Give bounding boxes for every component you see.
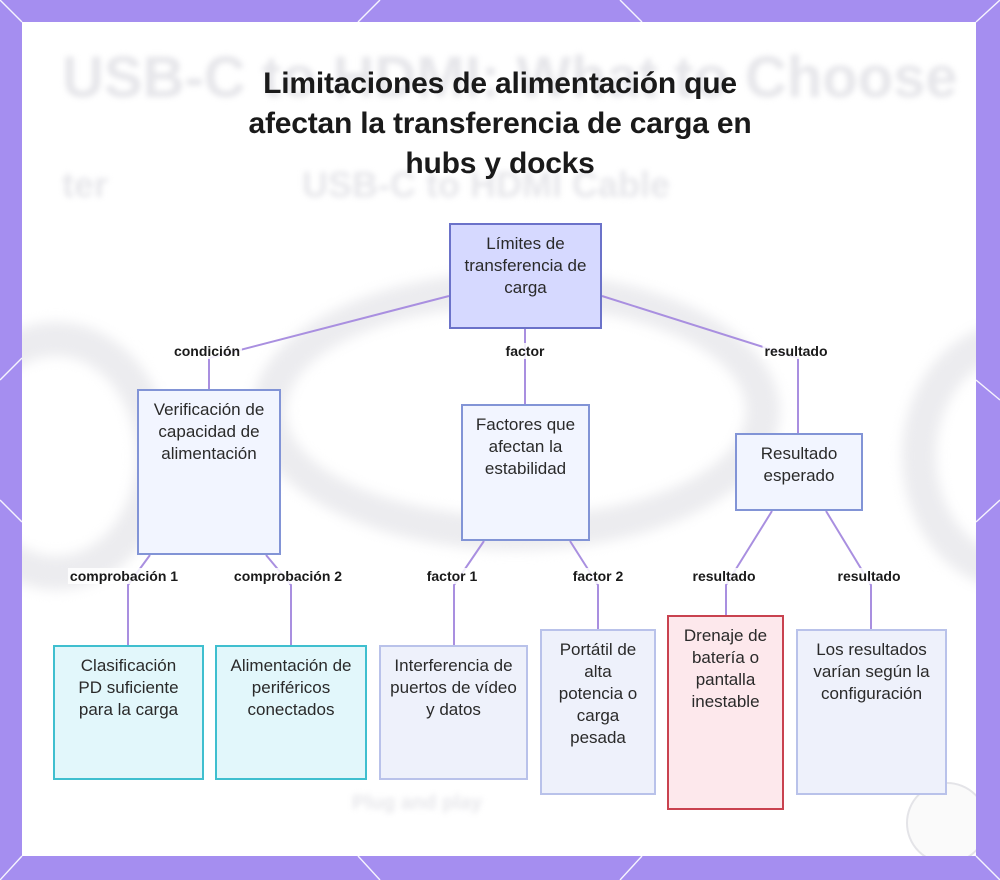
edge-factores-portatil bbox=[570, 541, 598, 629]
node-factores-estabilidad: Factores que afectan la estabilidad bbox=[461, 404, 590, 541]
edge-label-factor: factor bbox=[504, 343, 547, 359]
node-interferencia-puertos: Interferencia de puertos de vídeo y dato… bbox=[379, 645, 528, 780]
edge-label-resultado-left: resultado bbox=[690, 568, 757, 584]
node-portatil-alta-potencia: Portátil de alta potencia o carga pesada bbox=[540, 629, 656, 795]
edge-root-verificacion bbox=[209, 296, 449, 390]
node-resultados-varian: Los resultados varían según la configura… bbox=[796, 629, 947, 795]
edge-label-resultado-right: resultado bbox=[835, 568, 902, 584]
node-resultado-esperado: Resultado esperado bbox=[735, 433, 863, 511]
node-drenaje-bateria: Drenaje de batería o pantalla inestable bbox=[667, 615, 784, 810]
node-alimentacion-perifericos: Alimentación de periféricos conectados bbox=[215, 645, 367, 780]
edge-label-comprobacion-2: comprobación 2 bbox=[232, 568, 344, 584]
edge-root-resultado bbox=[602, 296, 798, 433]
edge-label-comprobacion-1: comprobación 1 bbox=[68, 568, 180, 584]
edge-label-factor-1: factor 1 bbox=[425, 568, 480, 584]
node-verificacion-capacidad: Verificación de capacidad de alimentació… bbox=[137, 389, 281, 555]
edge-label-resultado-top: resultado bbox=[762, 343, 829, 359]
node-limites-transferencia: Límites de transferencia de carga bbox=[449, 223, 602, 329]
edge-factores-interferencia bbox=[454, 541, 484, 645]
edge-resultado-drenaje bbox=[726, 511, 772, 615]
edge-label-factor-2: factor 2 bbox=[571, 568, 626, 584]
node-clasificacion-pd: Clasificación PD suficiente para la carg… bbox=[53, 645, 204, 780]
edge-label-condicion: condición bbox=[172, 343, 242, 359]
